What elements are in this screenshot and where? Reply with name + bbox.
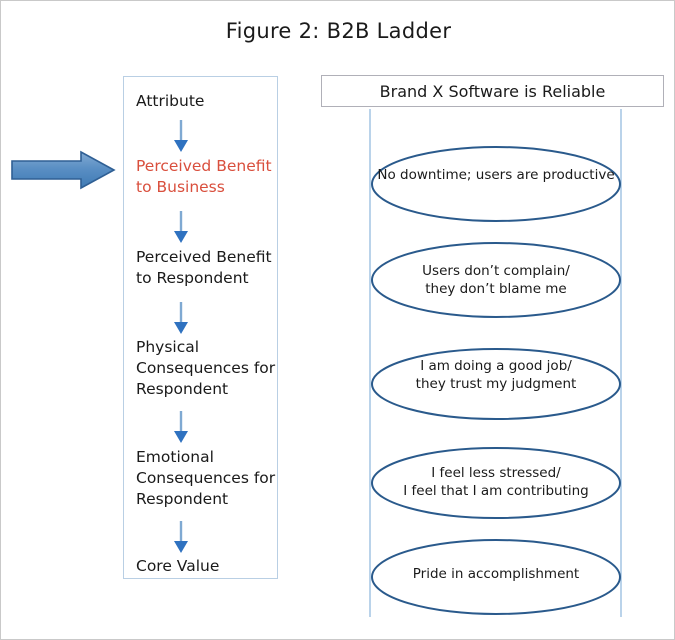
claim-header-box: Brand X Software is Reliable — [321, 75, 664, 107]
rung-label-4-line-2: I feel that I am contributing — [403, 483, 589, 499]
ladder-level-perceived-benefit-business: Perceived Benefit to Business — [136, 157, 272, 196]
ellipse-shape-3 — [371, 348, 621, 420]
down-arrow-icon-2 — [174, 211, 188, 243]
page-title: Figure 2: B2B Ladder — [225, 19, 452, 43]
ladder-levels-panel: Attribute Perceived Benefit to Business … — [123, 76, 278, 579]
ellipse-shape-1 — [371, 146, 621, 222]
rung-less-stressed: I feel less stressed/ I feel that I am c… — [370, 444, 622, 522]
down-arrow-icon-4 — [174, 411, 188, 443]
ellipse-shape-4 — [371, 447, 621, 519]
ladder-level-attribute: Attribute — [136, 92, 205, 110]
rung-users-dont-complain: Users don’t complain/ they don’t blame m… — [370, 241, 622, 319]
rung-label-2-line-1: Users don’t complain/ — [422, 263, 570, 279]
down-arrow-icon-3 — [174, 302, 188, 334]
rung-label-2-line-2: they don’t blame me — [425, 281, 567, 297]
ladder-level-perceived-benefit-respondent: Perceived Benefit to Respondent — [136, 248, 272, 287]
rung-label-5: Pride in accomplishment — [412, 566, 580, 582]
rung-label-3-line-2: they trust my judgment — [415, 376, 577, 392]
rung-no-downtime: No downtime; users are productive — [370, 145, 622, 223]
rung-pride-in-accomplishment: Pride in accomplishment — [370, 538, 622, 616]
ladder-level-emotional-consequences: Emotional Consequences for Respondent — [136, 448, 276, 508]
rung-doing-a-good-job: I am doing a good job/ they trust my jud… — [370, 345, 622, 423]
ladder-level-physical-consequences: Physical Consequences for Respondent — [136, 338, 276, 398]
ladder-level-core-value: Core Value — [136, 557, 220, 575]
rung-label-3-line-1: I am doing a good job/ — [420, 358, 572, 374]
ellipse-shape-5 — [371, 539, 621, 615]
down-arrow-icon-1 — [174, 120, 188, 152]
rung-label-4-line-1: I feel less stressed/ — [431, 465, 561, 481]
claim-text: Brand X Software is Reliable — [379, 81, 606, 101]
rung-label-1: No downtime; users are productive — [377, 167, 615, 183]
right-block-arrow-icon — [11, 150, 116, 190]
down-arrow-icon-5 — [174, 521, 188, 553]
ellipse-shape-2 — [371, 242, 621, 318]
